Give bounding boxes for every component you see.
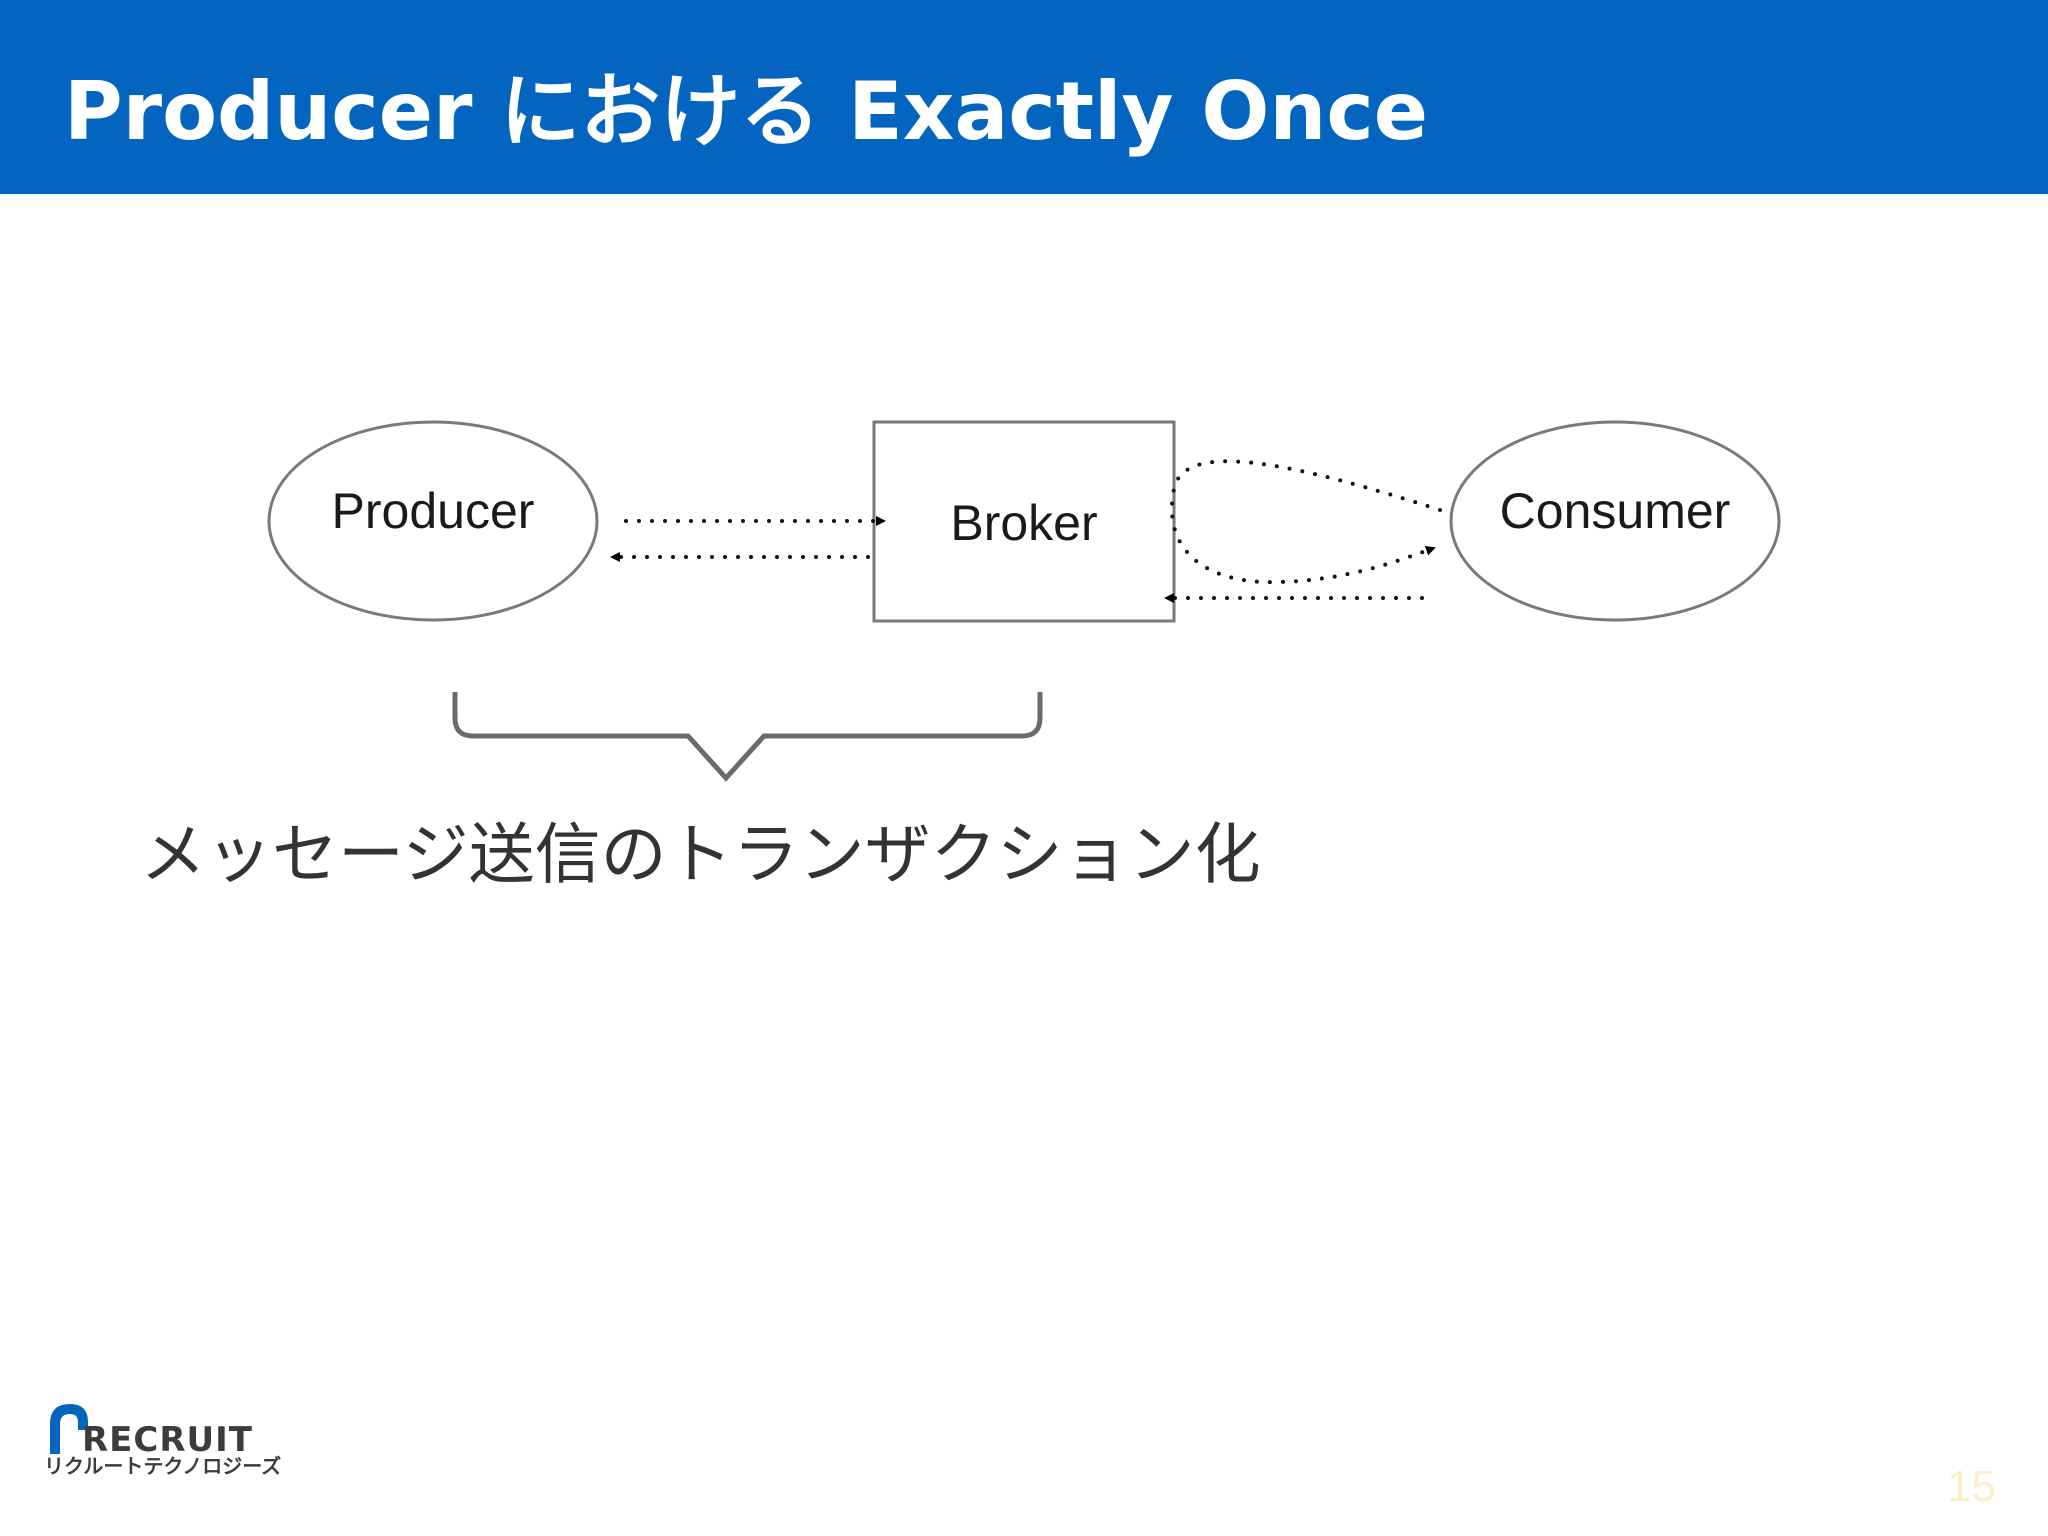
title-bar: Producer における Exactly Once [0,0,2048,194]
producer-ellipse [267,420,599,622]
transaction-scope-brace [452,692,1043,782]
recruit-logo: RECRUIT リクルートテクノロジーズ [44,1400,284,1484]
transaction-caption: メッセージ送信のトランザクション化 [140,816,1261,893]
broker-box [872,420,1176,623]
recruit-logo-word: RECRUIT [82,1420,253,1460]
producer-node: Producer [267,420,599,622]
consumer-ellipse [1449,420,1781,622]
slide-title: Producer における Exactly Once [64,65,1429,158]
consumer-poll-loop-arrow [1169,459,1442,585]
recruit-logo-subtitle: リクルートテクノロジーズ [44,1454,282,1478]
broker-label: Broker [950,495,1097,551]
producer-label: Producer [332,483,535,539]
consumer-label: Consumer [1500,483,1731,539]
recruit-logo-mark-icon [50,1404,88,1454]
page-number: 15 [1947,1462,1996,1511]
broker-node: Broker [872,420,1176,623]
consumer-node: Consumer [1449,420,1781,622]
